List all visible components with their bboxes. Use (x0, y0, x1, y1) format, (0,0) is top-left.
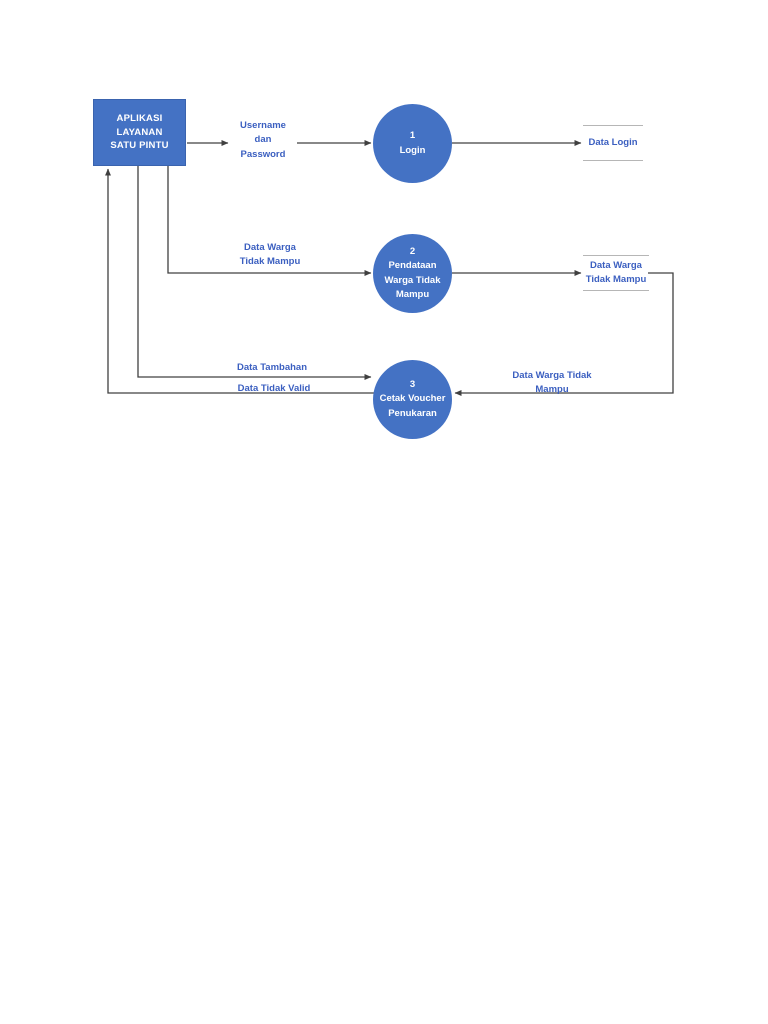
flow-label-data-tidak-valid: Data Tidak Valid (225, 382, 323, 396)
process-3-cetak-voucher-penukaran[interactable]: 3 Cetak Voucher Penukaran (373, 360, 452, 439)
flow-warga-in-line-1: Data Warga (244, 242, 296, 253)
datastore-data-login[interactable]: Data Login (583, 125, 643, 161)
flow-username-line-2: dan (254, 134, 272, 146)
connector-cetak-voucher-to-entity (105, 168, 374, 394)
external-entity-aplikasi-layanan-satu-pintu[interactable]: APLIKASI LAYANAN SATU PINTU (93, 99, 186, 166)
flow-label-data-tambahan: Data Tambahan (228, 361, 316, 375)
process-2-pendataan-warga-tidak-mampu[interactable]: 2 Pendataan Warga Tidak Mampu (373, 234, 452, 313)
connector-entity-to-cetak-voucher (137, 166, 372, 380)
entity-line-2: LAYANAN (116, 126, 163, 138)
flow-warga-store-line-2: Mampu (535, 384, 569, 396)
flow-label-data-warga-tidak-mampu-in: Data Warga Tidak Mampu (225, 241, 315, 270)
process-2-label-2: Warga Tidak (384, 274, 441, 286)
flow-label-username-dan-password: Username dan Password (228, 119, 298, 162)
datastore-data-login-label: Data Login (588, 137, 638, 149)
process-1-login[interactable]: 1 Login (373, 104, 452, 183)
process-1-label-1: Login (399, 144, 426, 156)
flow-data-tambahan-line-1: Data Tambahan (236, 362, 308, 373)
datastore-data-warga-label-1: Data Warga (590, 260, 642, 272)
entity-line-3: SATU PINTU (110, 140, 169, 152)
datastore-data-warga-label-2: Tidak Mampu (585, 274, 647, 285)
connector-entity-to-pendataan (167, 166, 372, 276)
flow-data-tidak-valid-line-1: Data Tidak Valid (237, 383, 311, 394)
process-3-number: 3 (409, 379, 416, 391)
datastore-data-warga-tidak-mampu[interactable]: Data Warga Tidak Mampu (583, 255, 649, 291)
flow-label-data-warga-tidak-mampu-store: Data Warga Tidak Mampu (498, 369, 606, 398)
flow-username-line-1: Username (240, 120, 286, 131)
entity-line-1: APLIKASI (116, 112, 163, 124)
process-2-label-3: Mampu (395, 288, 430, 300)
process-1-number: 1 (409, 130, 416, 142)
flow-warga-in-line-2: Tidak Mampu (239, 256, 301, 268)
process-2-number: 2 (409, 246, 416, 257)
flow-username-line-3: Password (240, 148, 286, 160)
process-3-label-1: Cetak Voucher (379, 393, 446, 405)
process-3-label-2: Penukaran (388, 407, 437, 419)
connector-datastore-to-cetak-voucher (454, 272, 674, 396)
flow-warga-store-line-1: Data Warga Tidak (512, 370, 592, 381)
process-2-label-1: Pendataan (388, 260, 437, 272)
